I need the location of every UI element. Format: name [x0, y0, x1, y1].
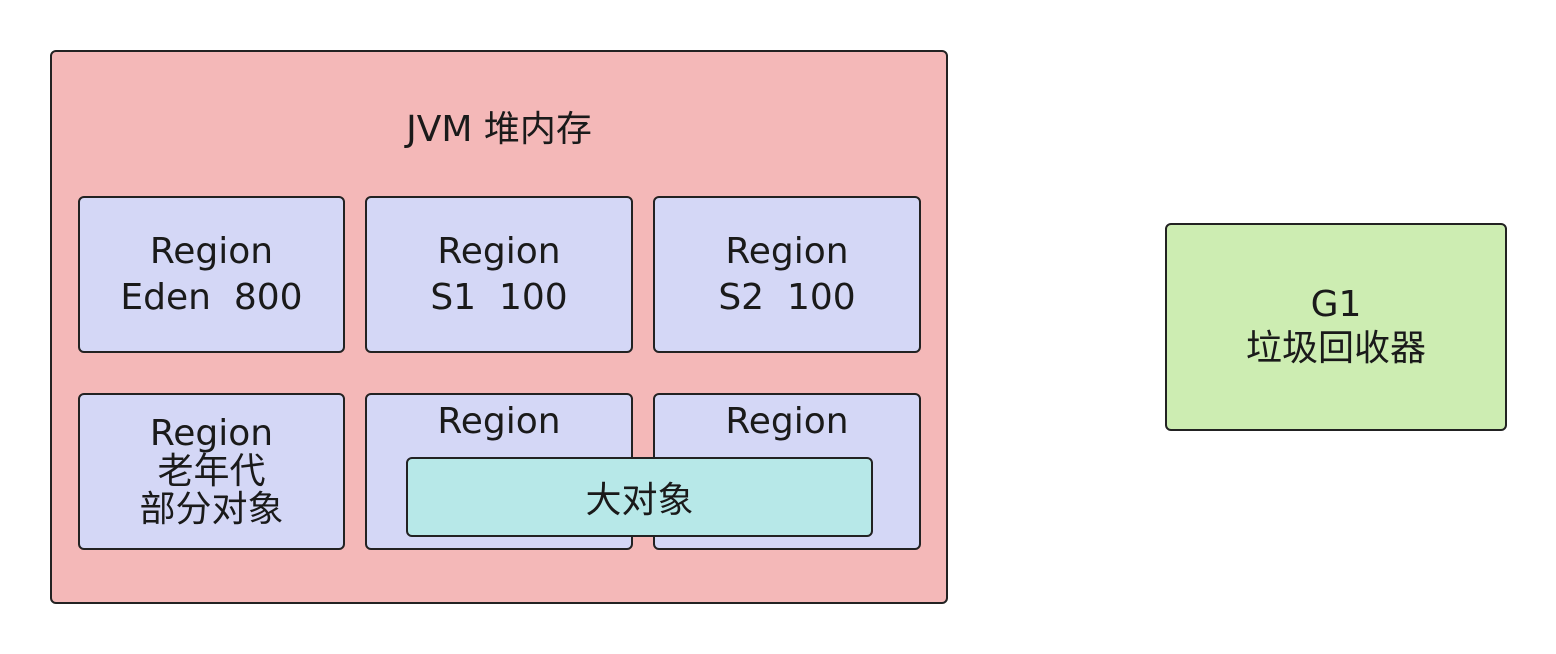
region-old-gen-type: 老年代: [157, 450, 266, 492]
region-s2: Region S2 100: [653, 196, 921, 353]
g1-collector-name: G1: [1310, 284, 1362, 325]
region-old-gen-desc: 部分对象: [139, 488, 284, 530]
region-s2-label: Region: [725, 230, 849, 272]
region-old-gen-label: Region: [149, 412, 274, 454]
big-object-label: 大对象: [585, 480, 694, 521]
g1-collector: G1 垃圾回收器: [1165, 223, 1507, 431]
region-old-gen: Region 老年代 部分对象: [78, 393, 345, 550]
region-humongous-2-label: Region: [725, 401, 849, 442]
region-humongous-1-label: Region: [437, 401, 561, 442]
big-object: 大对象: [406, 457, 873, 537]
region-eden-label: Region: [149, 230, 274, 272]
g1-collector-desc: 垃圾回收器: [1245, 328, 1426, 369]
region-eden-size: Eden 800: [120, 276, 303, 318]
region-s1-label: Region: [437, 230, 561, 272]
region-eden: Region Eden 800: [78, 196, 345, 353]
region-s1-size: S1 100: [430, 276, 568, 318]
region-s2-size: S2 100: [718, 276, 856, 318]
region-s1: Region S1 100: [365, 196, 633, 353]
jvm-heap-title: JVM 堆内存: [406, 109, 592, 150]
